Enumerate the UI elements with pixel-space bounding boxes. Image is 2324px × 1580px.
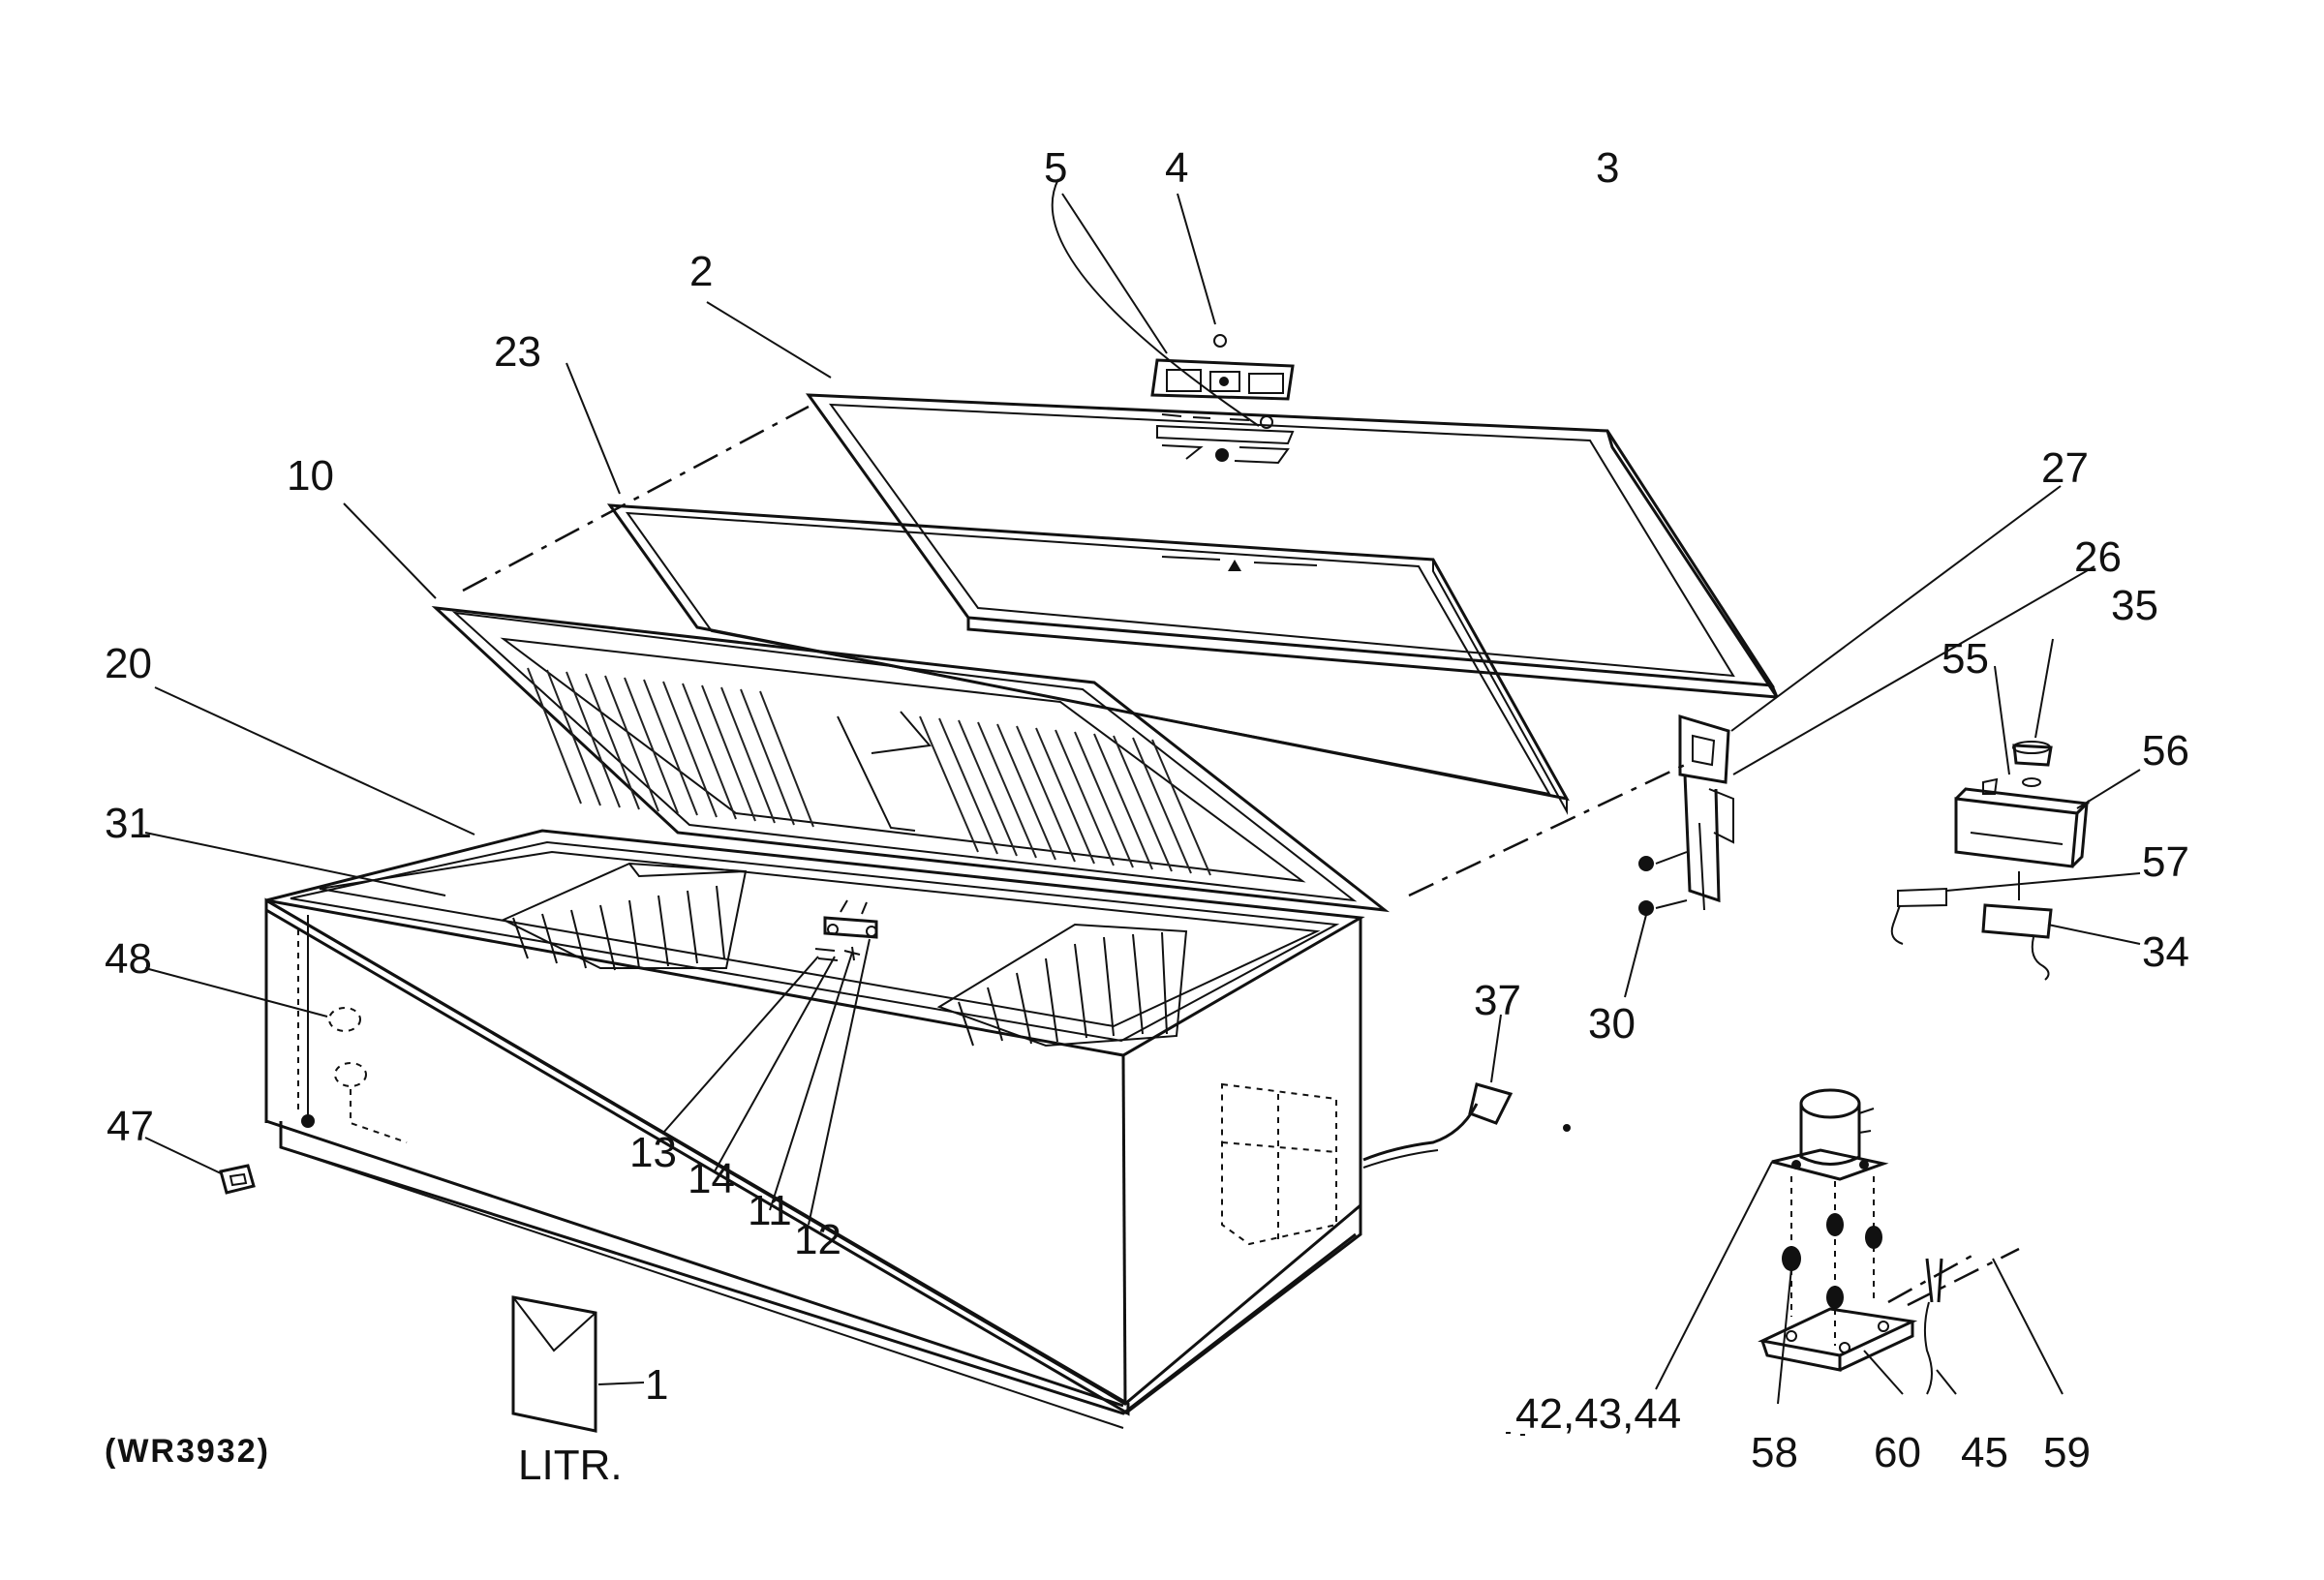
label-27: 27	[2041, 444, 2089, 492]
label-20: 20	[105, 640, 152, 687]
label-45: 45	[1961, 1429, 2008, 1476]
literature-label: LITR.	[518, 1442, 623, 1489]
part-labels: 5 4 3 2 23 10 20 31 48 47 13 14 11 12 27…	[105, 144, 2189, 1489]
label-4: 4	[1165, 144, 1188, 192]
power-cord	[1362, 1082, 1514, 1169]
label-11: 11	[748, 1187, 792, 1234]
label-14: 14	[688, 1155, 735, 1202]
label-60: 60	[1874, 1429, 1921, 1476]
label-34: 34	[2142, 928, 2189, 976]
label-42-43-44: 42,43,44	[1515, 1390, 1681, 1438]
label-57: 57	[2142, 838, 2189, 886]
electrical-box	[1890, 741, 2091, 981]
literature-packet	[511, 1295, 597, 1433]
label-3: 3	[1596, 144, 1619, 192]
hinge-assembly	[1638, 714, 1734, 916]
label-26: 26	[2074, 533, 2122, 581]
label-10: 10	[287, 452, 334, 500]
lock-assembly	[1150, 334, 1295, 429]
label-37: 37	[1474, 977, 1521, 1024]
assembly-lines	[462, 405, 1686, 897]
side-fasteners	[219, 1007, 408, 1195]
label-30: 30	[1588, 1000, 1636, 1048]
outer-lid	[805, 393, 1779, 699]
label-58: 58	[1751, 1429, 1798, 1476]
label-5: 5	[1044, 144, 1067, 192]
label-31: 31	[105, 800, 152, 847]
label-56: 56	[2142, 727, 2189, 775]
label-2: 2	[689, 248, 713, 295]
label-47: 47	[107, 1103, 154, 1150]
stray-dot	[1563, 1124, 1571, 1132]
basket-right	[936, 923, 1188, 1048]
label-59: 59	[2043, 1429, 2091, 1476]
label-1: 1	[645, 1361, 668, 1409]
lid-assembly	[431, 605, 1391, 913]
basket-left	[501, 862, 748, 971]
diagram-code: (WR3932)	[105, 1433, 270, 1470]
label-48: 48	[105, 935, 152, 983]
freezer-cabinet	[264, 829, 1365, 1429]
label-55: 55	[1942, 635, 1989, 683]
stray-ticks	[1506, 1432, 1525, 1436]
compressor-assembly	[1758, 1088, 2020, 1395]
label-13: 13	[629, 1129, 677, 1176]
label-23: 23	[494, 328, 541, 376]
label-12: 12	[794, 1216, 841, 1263]
label-35: 35	[2111, 582, 2158, 629]
leader-lines	[144, 178, 2141, 1405]
inner-lid-panel	[606, 503, 1570, 815]
